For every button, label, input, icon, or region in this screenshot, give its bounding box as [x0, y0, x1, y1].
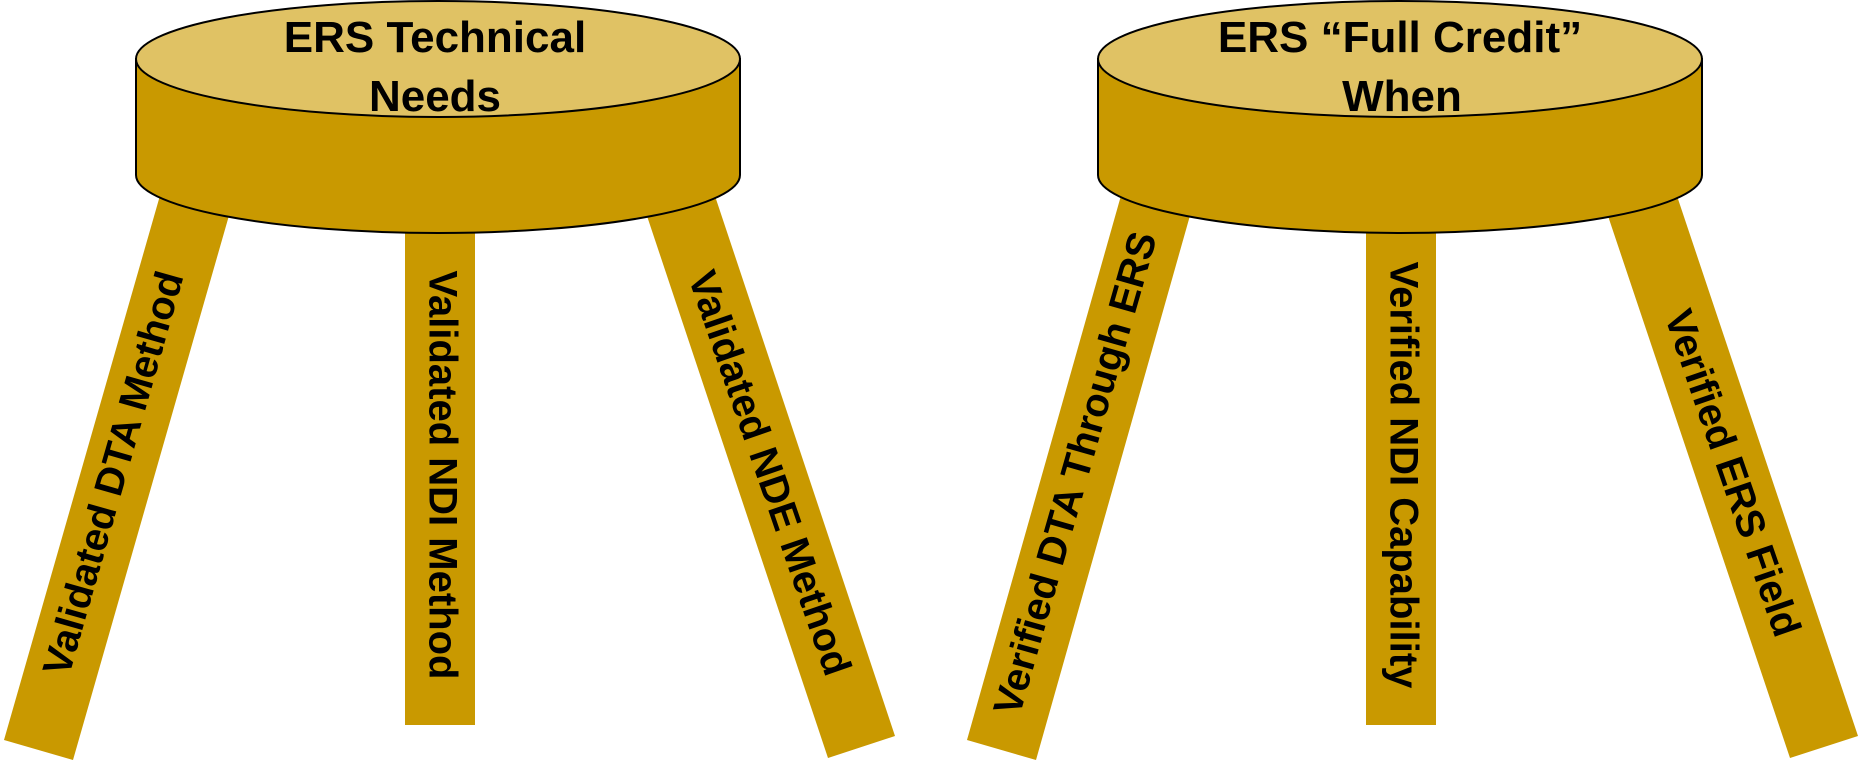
stool-2-seat: ERS “Full Credit” When [1097, 0, 1703, 234]
stool-2-middle-leg-label: Verified NDI Capability [1381, 262, 1425, 690]
stool-2-right-leg: Verified ERS Field [1606, 190, 1858, 758]
stool-1-left-leg: Validated DTA Method [4, 192, 230, 760]
stool-1-right-leg-label: Validated NDE Method [679, 265, 859, 681]
stool-1-left-leg-label: Validated DTA Method [35, 266, 192, 680]
stool-2-left-leg: Verified DTA Through ERS [967, 192, 1191, 760]
stool-1-title-line-2: Needs [369, 72, 501, 121]
stool-technical-needs: Validated DTA Method Validated NDI Metho… [4, 0, 895, 760]
stool-2-middle-leg: Verified NDI Capability [1366, 225, 1436, 725]
stool-2-title-line-2: When [1342, 72, 1462, 121]
stool-1-seat: ERS Technical Needs [135, 0, 741, 234]
stool-1-middle-leg-label: Validated NDI Method [420, 271, 464, 680]
stool-full-credit: Verified DTA Through ERS Verified NDI Ca… [967, 0, 1858, 760]
stool-2-title-line-1: ERS “Full Credit” [1218, 13, 1582, 62]
stool-2-right-leg-label: Verified ERS Field [1656, 304, 1809, 642]
stool-1-title-line-1: ERS Technical [284, 13, 586, 62]
stool-1-middle-leg: Validated NDI Method [405, 225, 475, 725]
stool-1-right-leg: Validated NDE Method [645, 190, 895, 758]
stool-2-left-leg-label: Verified DTA Through ERS [986, 227, 1166, 720]
